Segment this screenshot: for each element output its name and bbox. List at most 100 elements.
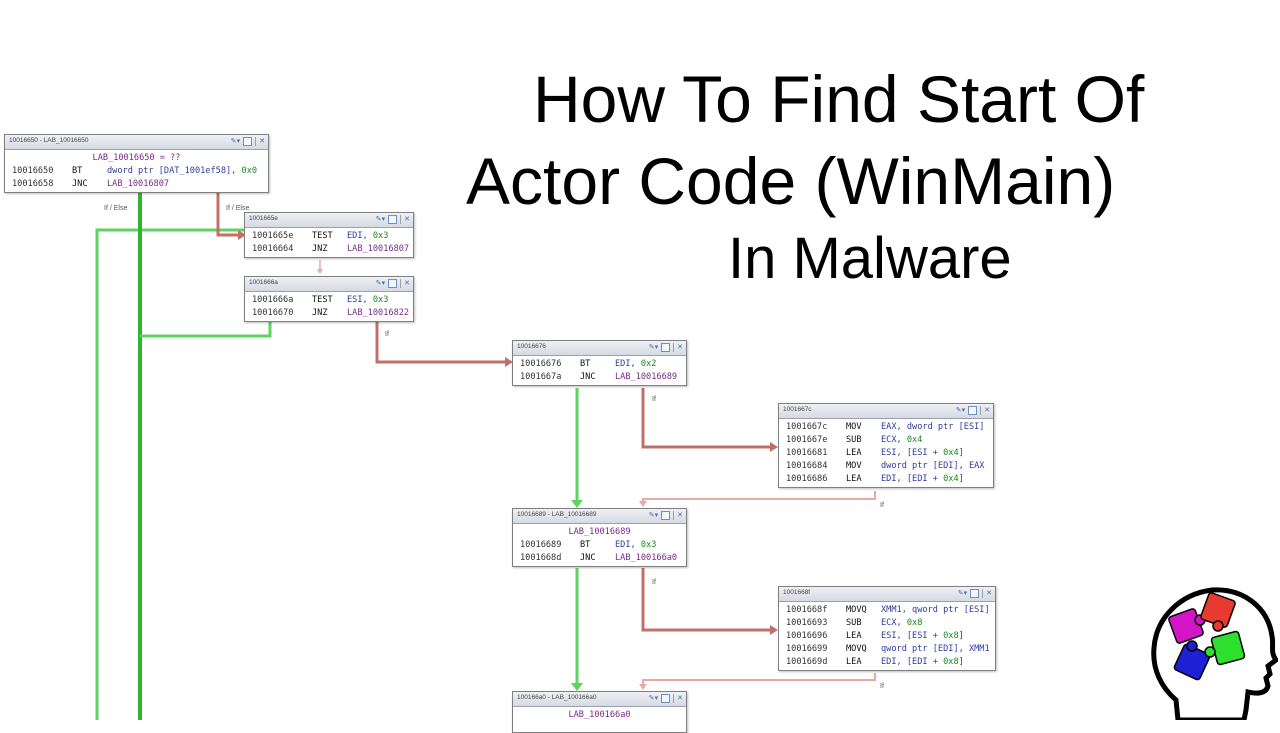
mnemonic: SUB bbox=[846, 435, 862, 445]
block-header[interactable]: 10016676 ✎▾ ✕ bbox=[513, 341, 686, 356]
operand: ESI, [ESI + 0x8] bbox=[881, 631, 964, 641]
edit-icon[interactable]: ✎▾ bbox=[375, 279, 386, 287]
maximize-icon[interactable] bbox=[243, 137, 253, 146]
operand: EDI, 0x2 bbox=[615, 359, 657, 369]
close-icon[interactable]: ✕ bbox=[404, 279, 410, 287]
address: 10016693 bbox=[786, 618, 828, 628]
block-header[interactable]: 1001667c ✎▾ ✕ bbox=[779, 404, 993, 419]
edge-pink-merge-10016689 bbox=[642, 491, 876, 505]
maximize-icon[interactable] bbox=[661, 694, 671, 703]
edge-arrowhead bbox=[505, 357, 513, 367]
close-icon[interactable]: ✕ bbox=[404, 215, 410, 223]
toolbar-divider bbox=[400, 279, 402, 288]
close-icon[interactable]: ✕ bbox=[677, 343, 683, 351]
close-icon[interactable]: ✕ bbox=[986, 589, 992, 597]
code-block-10016650[interactable]: 10016650 - LAB_10016650 ✎▾ ✕ LAB_1001665… bbox=[4, 134, 269, 193]
edit-icon[interactable]: ✎▾ bbox=[648, 343, 659, 351]
code-block-10016689[interactable]: 10016689 - LAB_10016689 ✎▾ ✕ LAB_1001668… bbox=[512, 508, 687, 567]
edge-red-to-1001668f bbox=[641, 568, 773, 632]
block-toolbar: ✎▾ ✕ bbox=[376, 215, 410, 224]
block-title: 10016650 - LAB_10016650 bbox=[9, 137, 89, 144]
address: 10016696 bbox=[786, 631, 828, 641]
edit-icon[interactable]: ✎▾ bbox=[375, 215, 386, 223]
toolbar-divider bbox=[400, 215, 402, 224]
operand: EDI, [EDI + 0x4] bbox=[881, 474, 964, 484]
address: 1001668f bbox=[786, 605, 828, 615]
edit-icon[interactable]: ✎▾ bbox=[648, 511, 659, 519]
address: 1001667c bbox=[786, 422, 828, 432]
maximize-icon[interactable] bbox=[388, 279, 398, 288]
mnemonic: BT bbox=[580, 359, 591, 369]
mnemonic: JNC bbox=[580, 372, 596, 382]
address: 1001667e bbox=[786, 435, 828, 445]
close-icon[interactable]: ✕ bbox=[984, 406, 990, 414]
block-title: 10016676 bbox=[517, 343, 546, 350]
puzzle-brain-logo bbox=[1151, 587, 1278, 720]
maximize-icon[interactable] bbox=[970, 589, 980, 598]
block-header[interactable]: 1001665e ✎▾ ✕ bbox=[245, 213, 413, 228]
operand: EDI, [EDI + 0x8] bbox=[881, 657, 964, 667]
toolbar-divider bbox=[982, 589, 984, 598]
operand: LAB_10016807 bbox=[107, 179, 170, 189]
edge-green-outer bbox=[95, 228, 244, 720]
mnemonic: MOVQ bbox=[846, 605, 867, 615]
mnemonic: TEST bbox=[312, 295, 333, 305]
toolbar-divider bbox=[980, 406, 982, 415]
block-label: LAB_100166a0 bbox=[568, 710, 631, 720]
block-toolbar: ✎▾ ✕ bbox=[649, 343, 683, 352]
close-icon[interactable]: ✕ bbox=[677, 511, 683, 519]
edit-icon[interactable]: ✎▾ bbox=[230, 137, 241, 145]
block-toolbar: ✎▾ ✕ bbox=[649, 511, 683, 520]
address: 10016681 bbox=[786, 448, 828, 458]
maximize-icon[interactable] bbox=[968, 406, 978, 415]
edit-icon[interactable]: ✎▾ bbox=[648, 694, 659, 702]
block-header[interactable]: 10016650 - LAB_10016650 ✎▾ ✕ bbox=[5, 135, 268, 150]
code-block-100166a0[interactable]: 100166a0 - LAB_100166a0 ✎▾ ✕ LAB_100166a… bbox=[512, 691, 687, 733]
operand: LAB_10016807 bbox=[347, 244, 410, 254]
block-title: 1001666a bbox=[249, 279, 278, 286]
edit-icon[interactable]: ✎▾ bbox=[955, 406, 966, 414]
block-header[interactable]: 100166a0 - LAB_100166a0 ✎▾ ✕ bbox=[513, 692, 686, 707]
edit-icon[interactable]: ✎▾ bbox=[957, 589, 968, 597]
mnemonic: LEA bbox=[846, 657, 862, 667]
block-header[interactable]: 10016689 - LAB_10016689 ✎▾ ✕ bbox=[513, 509, 686, 524]
close-icon[interactable]: ✕ bbox=[259, 137, 265, 145]
block-header[interactable]: 1001666a ✎▾ ✕ bbox=[245, 277, 413, 292]
block-title: 1001665e bbox=[249, 215, 278, 222]
maximize-icon[interactable] bbox=[661, 511, 671, 520]
close-icon[interactable]: ✕ bbox=[677, 694, 683, 702]
maximize-icon[interactable] bbox=[661, 343, 671, 352]
address: 10016689 bbox=[520, 540, 562, 550]
maximize-icon[interactable] bbox=[388, 215, 398, 224]
mnemonic: MOVQ bbox=[846, 644, 867, 654]
block-toolbar: ✎▾ ✕ bbox=[649, 694, 683, 703]
block-header[interactable]: 1001668f ✎▾ ✕ bbox=[779, 587, 995, 602]
address: 10016658 bbox=[12, 179, 54, 189]
